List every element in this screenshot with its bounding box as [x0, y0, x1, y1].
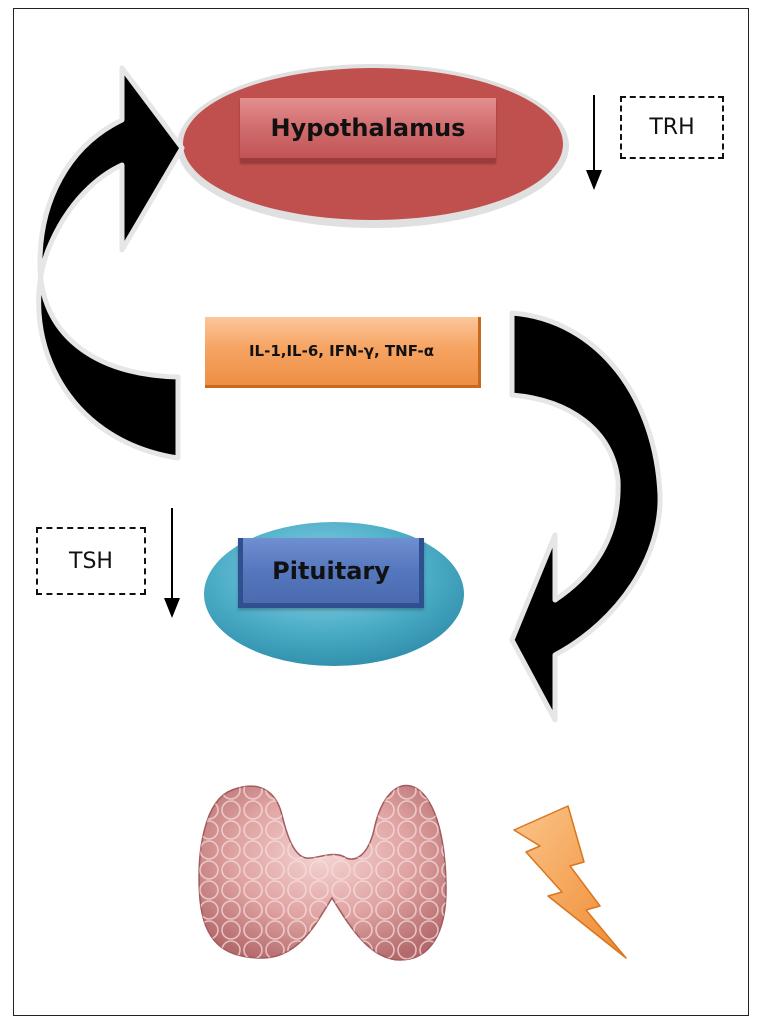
- trh-decrease-arrow: [586, 95, 602, 190]
- tsh-label: TSH: [36, 527, 146, 595]
- thyroid-gland-icon: [198, 785, 447, 961]
- cytokines-label: IL-1,IL-6, IFN-γ, TNF-α: [205, 317, 481, 388]
- pituitary-label: Pituitary: [238, 538, 424, 608]
- lightning-bolt-icon: [513, 805, 627, 959]
- tsh-decrease-arrow: [164, 508, 180, 618]
- feedback-arrow-right: [509, 310, 663, 723]
- trh-label: TRH: [620, 96, 724, 159]
- figure-frame: [13, 8, 749, 1016]
- hypothalamus-label: Hypothalamus: [240, 98, 496, 162]
- feedback-arrow-left: [36, 65, 185, 461]
